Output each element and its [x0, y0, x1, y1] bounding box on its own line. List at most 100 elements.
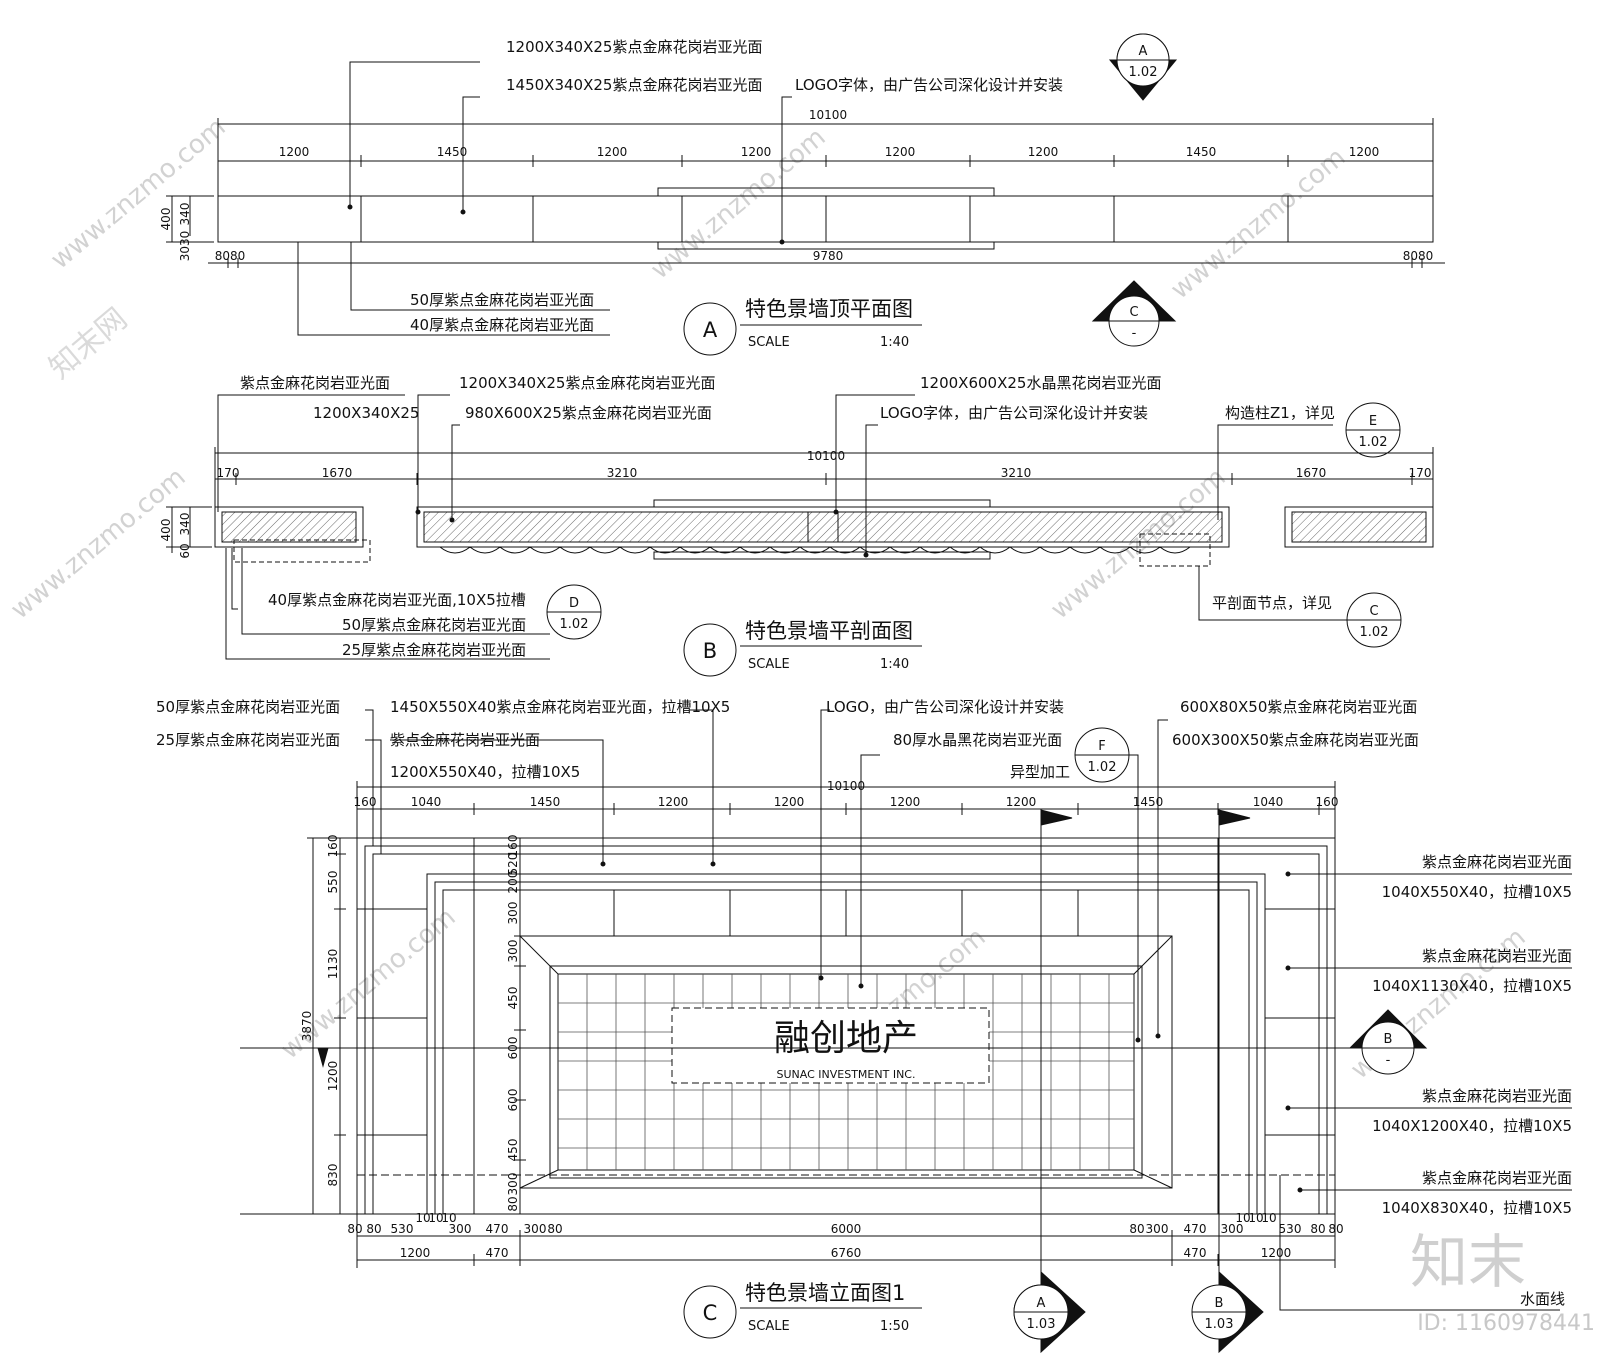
- section-mark-sheet: 1.03: [1027, 1317, 1056, 1332]
- dim-inner: 300: [506, 940, 520, 963]
- dim-bottom-2: 470: [486, 1246, 509, 1260]
- drawing-letter: C: [703, 1301, 718, 1325]
- dim-small: 8080: [215, 249, 246, 263]
- dim-side: 60: [178, 543, 192, 558]
- detail-mark-letter: F: [1098, 739, 1105, 754]
- dim-bottom-2: 6760: [831, 1246, 862, 1260]
- plan-b-note: 1200X340X25紫点金麻花岗岩亚光面: [459, 374, 715, 392]
- dim-bottom: 80: [1310, 1222, 1325, 1236]
- dim-bottom: 10: [1261, 1211, 1276, 1225]
- watermark-text: www.znzmo.com: [1165, 142, 1351, 305]
- dim-total: 10100: [809, 108, 847, 122]
- dim-bottom-2: 1200: [400, 1246, 431, 1260]
- plan-a-texts: 1200X340X25紫点金麻花岗岩亚光面 1450X340X25紫点金麻花岗岩…: [159, 38, 1433, 350]
- dim-segment: 1670: [322, 466, 353, 480]
- dim-bottom-total: 9780: [813, 249, 844, 263]
- elev-note: 25厚紫点金麻花岗岩亚光面: [156, 731, 340, 749]
- dim-bottom: 470: [486, 1222, 509, 1236]
- plan-a-note: 1200X340X25紫点金麻花岗岩亚光面: [506, 38, 762, 56]
- dim-bottom: 80: [547, 1222, 562, 1236]
- dim-bottom: 530: [391, 1222, 414, 1236]
- dim-bottom: 470: [1184, 1222, 1207, 1236]
- dim-bottom: 10: [428, 1211, 443, 1225]
- scale-value: 1:40: [880, 335, 909, 350]
- elevation-c-texts: 50厚紫点金麻花岗岩亚光面 25厚紫点金麻花岗岩亚光面 1450X550X40紫…: [156, 698, 1572, 1334]
- dim-inner: 450: [506, 1139, 520, 1162]
- dim-bottom: 10: [1235, 1211, 1250, 1225]
- dim-bottom: 6000: [831, 1222, 862, 1236]
- elev-note: LOGO，由广告公司深化设计并安装: [826, 698, 1064, 716]
- elev-right-note: 紫点金麻花岗岩亚光面: [1422, 947, 1572, 965]
- drawing-title: 特色景墙顶平面图: [745, 297, 913, 321]
- elev-note: 异型加工: [1010, 763, 1070, 781]
- logo-english: SUNAC INVESTMENT INC.: [777, 1068, 916, 1081]
- dim-segment: 1200: [774, 795, 805, 809]
- section-mark-letter: A: [1139, 44, 1148, 59]
- watermark-text: www.znzmo.com: [5, 462, 191, 625]
- dim-inner: 520: [506, 853, 520, 876]
- plan-b-note: 1200X340X25: [313, 404, 419, 422]
- dim-bottom: 10: [441, 1211, 456, 1225]
- dim-inner: 160: [506, 835, 520, 858]
- dim-side: 340: [178, 203, 192, 226]
- scale-label: SCALE: [748, 335, 790, 350]
- elev-right-note: 1040X830X40，拉槽10X5: [1382, 1199, 1572, 1217]
- elev-right-note: 紫点金麻花岗岩亚光面: [1422, 853, 1572, 871]
- plan-a-note: LOGO字体，由广告公司深化设计并安装: [795, 76, 1063, 94]
- dim-inner: 200: [506, 871, 520, 894]
- elev-right-note: 1040X1200X40，拉槽10X5: [1372, 1117, 1572, 1135]
- plan-b-note: 紫点金麻花岗岩亚光面: [240, 374, 390, 392]
- scale-value: 1:40: [880, 657, 909, 672]
- section-mark-sheet: 1.02: [1129, 65, 1158, 80]
- dim-left: 160: [326, 835, 340, 858]
- cut-mark-letter: B: [1384, 1032, 1393, 1047]
- elev-right-note: 紫点金麻花岗岩亚光面: [1422, 1169, 1572, 1187]
- dim-segment: 1200: [741, 145, 772, 159]
- elev-right-note: 1040X1130X40，拉槽10X5: [1372, 977, 1572, 995]
- dim-inner: 450: [506, 987, 520, 1010]
- drawing-title: 特色景墙平剖面图: [745, 619, 913, 643]
- elev-note: 600X80X50紫点金麻花岗岩亚光面: [1180, 698, 1417, 716]
- detail-mark-letter: D: [569, 596, 579, 611]
- dim-bottom: 300: [449, 1222, 472, 1236]
- dim-segment: 1200: [1028, 145, 1059, 159]
- dim-segment: 3210: [1001, 466, 1032, 480]
- dim-side: 400: [159, 519, 173, 542]
- dim-bottom: 80: [366, 1222, 381, 1236]
- dim-bottom: 10: [1248, 1211, 1263, 1225]
- detail-mark-letter: C: [1369, 604, 1378, 619]
- dim-inner: 80: [506, 1196, 520, 1211]
- dim-segment: 170: [1409, 466, 1432, 480]
- scale-label: SCALE: [748, 1319, 790, 1334]
- cut-mark-sheet: -: [1386, 1053, 1391, 1068]
- dim-side: 340: [178, 513, 192, 536]
- dim-segment: 1200: [1349, 145, 1380, 159]
- dim-segment: 1200: [890, 795, 921, 809]
- plan-b-texts: 紫点金麻花岗岩亚光面 1200X340X25 1200X340X25紫点金麻花岗…: [159, 374, 1431, 672]
- plan-b-note: 25厚紫点金麻花岗岩亚光面: [342, 641, 526, 659]
- section-mark-sheet: 1.03: [1205, 1317, 1234, 1332]
- detail-mark-sheet: 1.02: [560, 617, 589, 632]
- scale-label: SCALE: [748, 657, 790, 672]
- plan-b-note: 构造柱Z1，详见: [1225, 404, 1335, 422]
- drawing-letter: B: [703, 639, 717, 663]
- watermark-text: www.znzmo.com: [45, 112, 231, 275]
- section-mark-letter: B: [1215, 1296, 1224, 1311]
- dim-segment: 1450: [437, 145, 468, 159]
- elev-right-note: 1040X550X40，拉槽10X5: [1382, 883, 1572, 901]
- brand-logo: 知末: [1410, 1228, 1526, 1296]
- dim-height: 3870: [300, 1011, 314, 1042]
- plan-b-note: 50厚紫点金麻花岗岩亚光面: [342, 616, 526, 634]
- dim-bottom: 530: [1279, 1222, 1302, 1236]
- dim-segment: 1450: [530, 795, 561, 809]
- dim-segment: 1200: [1006, 795, 1037, 809]
- elev-note: 80厚水晶黑花岗岩亚光面: [893, 731, 1062, 749]
- detail-mark-sheet: 1.02: [1359, 435, 1388, 450]
- plan-a-top-plan: [166, 33, 1445, 356]
- dim-bottom: 80: [1328, 1222, 1343, 1236]
- dim-segment: 1670: [1296, 466, 1327, 480]
- plan-b-note: 1200X600X25水晶黑花岗岩亚光面: [920, 374, 1161, 392]
- elev-note: 紫点金麻花岗岩亚光面: [390, 731, 540, 749]
- plan-b-note: LOGO字体，由广告公司深化设计并安装: [880, 404, 1148, 422]
